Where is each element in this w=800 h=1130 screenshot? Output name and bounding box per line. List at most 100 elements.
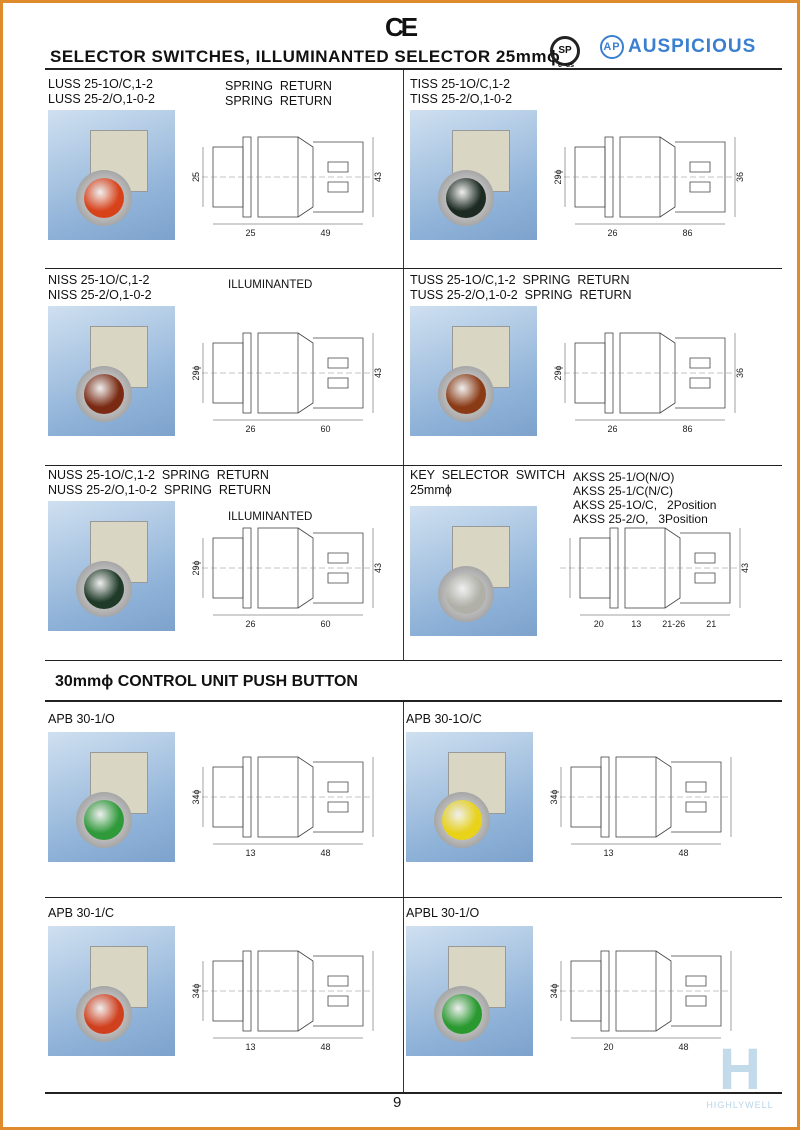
product-photo [406, 926, 533, 1056]
product-photo [410, 506, 537, 636]
dimension-left: 29ϕ [191, 560, 201, 575]
header-divider [45, 68, 782, 70]
dimension-bottom: 49 [320, 228, 330, 238]
dimension-lines [564, 137, 736, 225]
dimension-bottom: 13 [245, 848, 255, 858]
product-photo [406, 732, 533, 862]
model-variant: AKSS 25-2/O, 3Position [573, 512, 708, 526]
ce-mark: CE [385, 12, 418, 42]
dimension-bottom: 26 [607, 228, 617, 238]
model-number: NISS 25-2/O,1-0-2 [48, 288, 152, 302]
selector-knob [446, 574, 486, 614]
dimension-bottom: 13 [631, 619, 641, 629]
dimension-lines [564, 333, 736, 421]
outline [193, 527, 373, 609]
row-divider [45, 897, 782, 898]
watermark-text: HIGHLYWELL [706, 1100, 774, 1110]
dimension-left: 34ϕ [549, 789, 559, 804]
push-button-cap [442, 994, 482, 1034]
model-number: APB 30-1/C [48, 906, 115, 920]
dimension-bottom: 20 [594, 619, 604, 629]
note-label: SPRING RETURN [225, 79, 332, 93]
selector-knob [84, 569, 124, 609]
dimension-left: 25 [191, 172, 201, 182]
technical-drawing: 25 43 25 49 [191, 136, 383, 238]
dimension-bottom: 86 [682, 228, 692, 238]
dimension-left: 34ϕ [191, 983, 201, 998]
dimension-lines [202, 528, 374, 616]
column-divider [403, 70, 404, 660]
brand-name: AUSPICIOUS [628, 36, 757, 57]
dimension-left: 29ϕ [191, 365, 201, 380]
dimension-bottom: 26 [607, 424, 617, 434]
dimension-lines [560, 951, 732, 1039]
model-number: LUSS 25-1O/C,1-2 [48, 77, 153, 91]
dimension-left: 34ϕ [191, 789, 201, 804]
outline [193, 756, 373, 838]
selector-knob [446, 374, 486, 414]
dimension-right: 43 [373, 172, 383, 182]
dimension-bottom: 21 [706, 619, 716, 629]
csa-logo: SP [550, 36, 580, 66]
product-photo [48, 926, 175, 1056]
outline [555, 136, 735, 218]
model-number: LUSS 25-2/O,1-0-2 [48, 92, 155, 106]
dimension-lines [202, 333, 374, 421]
push-button-cap [84, 994, 124, 1034]
row-divider [45, 465, 782, 466]
dimension-bottom: 86 [682, 424, 692, 434]
product-photo [410, 306, 537, 436]
section-divider [45, 700, 782, 702]
csa-logo-subtext: c us [558, 62, 574, 69]
product-photo [410, 110, 537, 240]
model-number: NISS 25-1O/C,1-2 [48, 273, 150, 287]
dimension-right: 43 [740, 563, 750, 573]
outline [555, 332, 735, 414]
dimension-bottom: 13 [603, 848, 613, 858]
dimension-bottom: 26 [245, 619, 255, 629]
page-title: SELECTOR SWITCHES, ILLUMINANTED SELECTOR… [50, 47, 561, 66]
dimension-right: 36 [735, 172, 745, 182]
dimension-lines [560, 757, 732, 845]
dimension-bottom: 25 [245, 228, 255, 238]
dimension-lines [202, 757, 374, 845]
dimension-lines [202, 951, 374, 1039]
note-label: SPRING RETURN [225, 94, 332, 108]
outline [193, 950, 373, 1032]
row-divider [45, 660, 782, 661]
dimension-bottom: 48 [320, 1042, 330, 1052]
model-number: NUSS 25-1O/C,1-2 SPRING RETURN [48, 468, 269, 482]
model-variant: AKSS 25-1/C(N/C) [573, 484, 674, 498]
brand-logo-icon: AP [600, 35, 624, 59]
dimension-bottom: 60 [320, 424, 330, 434]
product-photo [48, 306, 175, 436]
dimension-right: 43 [373, 563, 383, 573]
model-variant: AKSS 25-1/O(N/O) [573, 470, 675, 484]
outline [193, 136, 373, 218]
dimension-left: 29ϕ [553, 365, 563, 380]
outline [193, 332, 373, 414]
model-number: NUSS 25-2/O,1-0-2 SPRING RETURN [48, 483, 271, 497]
dimension-right: 43 [373, 368, 383, 378]
product-photo [48, 501, 175, 631]
dimension-bottom: 26 [245, 424, 255, 434]
model-number: TISS 25-1O/C,1-2 [410, 77, 511, 91]
model-number: APB 30-1/O [48, 712, 115, 726]
model-number: APB 30-1O/C [406, 712, 482, 726]
outline [551, 950, 731, 1032]
dimension-lines [202, 137, 374, 225]
selector-knob [446, 178, 486, 218]
